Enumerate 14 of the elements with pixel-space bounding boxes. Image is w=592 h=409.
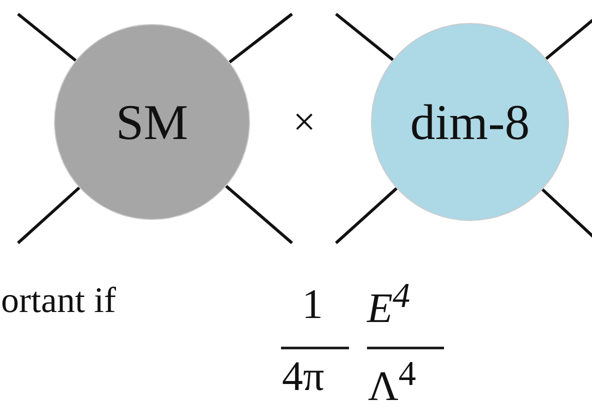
leg-line bbox=[335, 12, 394, 62]
leg-line bbox=[335, 187, 398, 244]
node-label: dim-8 bbox=[410, 93, 530, 151]
numerator: 1 bbox=[302, 284, 323, 326]
leg-line bbox=[17, 12, 77, 62]
numerator: E$^{4}$ bbox=[367, 278, 410, 330]
node-label: SM bbox=[116, 93, 188, 151]
leg-line bbox=[228, 12, 293, 64]
denominator: Λ$^{4}$ bbox=[368, 356, 416, 408]
leg-line bbox=[225, 184, 293, 244]
denominator: 4π bbox=[282, 356, 324, 398]
leg-line bbox=[17, 186, 80, 244]
note-text: ortant if bbox=[1, 282, 116, 318]
times-sign: × bbox=[293, 102, 316, 142]
